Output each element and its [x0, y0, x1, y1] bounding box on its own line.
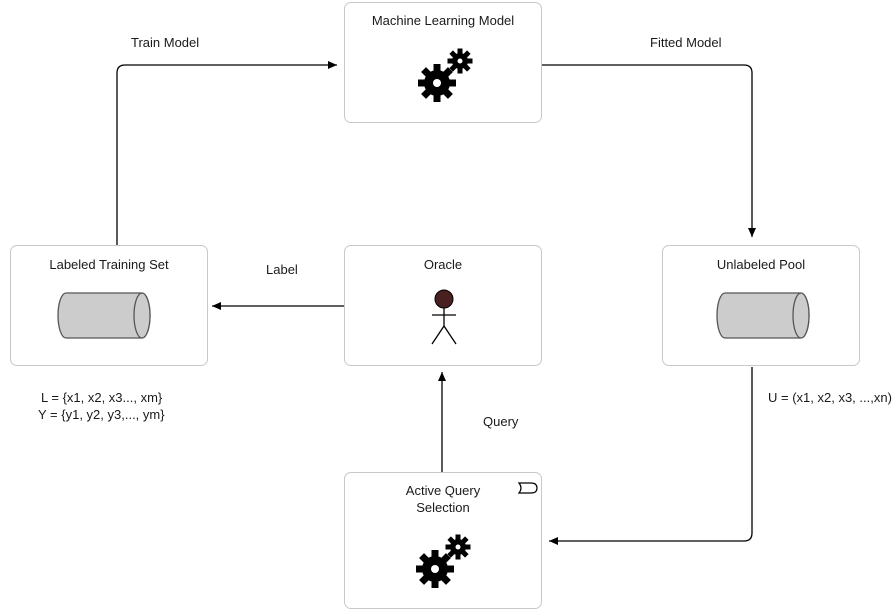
- unlabeled-pool-annotation-u: U = (x1, x2, x3, ...,xn): [768, 390, 892, 405]
- labeled-training-set-node[interactable]: Labeled Training Set: [10, 245, 208, 366]
- unlabeled-pool-node[interactable]: Unlabeled Pool: [662, 245, 860, 366]
- gears-icon: [416, 534, 471, 588]
- oracle-node[interactable]: Oracle: [344, 245, 542, 366]
- unlabeled-pool-title: Unlabeled Pool: [716, 257, 806, 272]
- edge-unlabeled-to-query: [549, 367, 753, 545]
- edge-fitted-model: [542, 64, 756, 237]
- cylinder-icon: [716, 292, 810, 339]
- active-query-selection-node[interactable]: Active Query Selection: [344, 472, 542, 609]
- edge-label-train-model: Train Model: [131, 35, 200, 50]
- gears-icon: [418, 48, 473, 102]
- ml-model-node[interactable]: Machine Learning Model: [344, 2, 542, 123]
- edge-train-model: [116, 61, 337, 245]
- edge-label-fitted-model: Fitted Model: [650, 35, 722, 50]
- labeled-set-annotation-l: L = {x1, x2, x3..., xm}: [41, 390, 163, 405]
- person-icon: [431, 289, 457, 345]
- active-query-title-line2: Selection: [416, 500, 470, 515]
- oracle-title: Oracle: [423, 257, 463, 272]
- ml-model-title: Machine Learning Model: [371, 13, 515, 28]
- active-query-title-line1: Active Query: [405, 483, 481, 498]
- labeled-training-set-title: Labeled Training Set: [49, 257, 169, 272]
- labeled-set-annotation-y: Y = {y1, y2, y3,..., ym}: [38, 407, 165, 422]
- edge-label-label: Label: [266, 262, 298, 277]
- cylinder-icon: [57, 292, 151, 339]
- edge-label-query: Query: [483, 414, 519, 429]
- event-icon: [517, 482, 538, 494]
